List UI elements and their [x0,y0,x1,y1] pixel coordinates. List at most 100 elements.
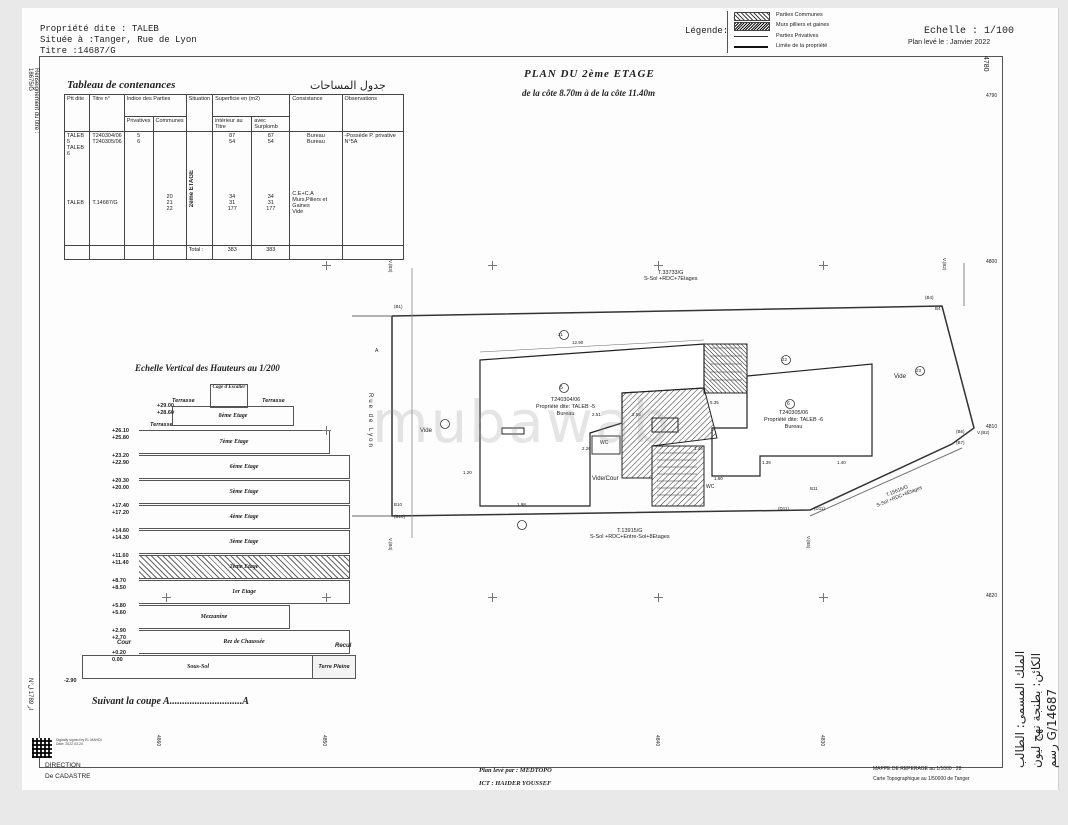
grid-cross [819,593,828,602]
watermark: mubawab [372,388,672,456]
label-vide-right: Vide [894,374,906,380]
coupe-label: Suivant la coupe A......................… [92,696,249,707]
coord-label: 4790 [986,93,998,99]
boundary-label: (D11) [814,506,825,511]
label-recul: Recul [335,643,352,649]
total-label: Total : [185,244,214,261]
dimension-label: 1.98 [517,502,526,507]
boundary-label: V.(B2) [942,258,947,271]
floor-6: 6ème Etage [139,455,350,479]
south-sub: S-Sol +RDC+Entre-Sol+8Etages [590,534,670,540]
unit-6-title: T240305/06 [778,410,809,416]
cell-priv: 5 [137,133,141,140]
cell-s1: 87 [229,133,236,140]
coord-bottom: 4860 [155,735,161,747]
cell-s2: 34 31 177 [251,160,291,246]
boundary-label: B11 [810,486,818,491]
legend-item-limite: Limite de la propriété [776,43,828,49]
circle-label-23: 23 [916,368,922,373]
unit-6-property: Propriété dite: TALEB -6 [764,417,824,423]
cell-s1: 34 31 177 [212,160,253,246]
floor-5: 5ème Etage [139,480,350,504]
level-label: +5.80 [112,603,126,609]
contenances-title-arabic: جدول المساحات [310,79,386,92]
circle-label-21: 21 [558,332,564,337]
footer-direction: DIRECTION De CADASTRE [45,760,91,782]
footer-cadastre-line: De CADASTRE [45,773,91,780]
label-wc-east: WC [706,484,715,490]
cell-s1: 54 [229,139,236,146]
section-marker-a: A [375,348,379,354]
col-consistance: Consistance [289,93,343,133]
scale-echelle: Echelle : 1/100 [924,26,1015,37]
circle-label-5: 5 [560,385,563,391]
circle-label-6: 6 [787,401,790,407]
property-location: Située à :Tanger, Rue de Lyon [40,35,197,45]
col-interieur: intérieur au Titre [212,116,253,133]
level-label: +25.80 [112,435,129,441]
dimension-label: 1.20 [463,470,472,475]
boundary-label: B10 [394,502,403,507]
unit-5-label: T240304/06 Propriété dite: TALEB -5 Bure… [536,397,595,418]
grid-cross [819,261,828,270]
cell-s2: 87 [267,133,274,140]
contenances-table: Ptt dite Titre n° Indice des Parties Sit… [63,93,405,261]
label-vide-cour: Vide/Cour [592,476,619,482]
legend-line-privatives [734,36,768,37]
elevation-diagram: Cage d'Escalier Terrasse Terrasse 8ème E… [52,378,372,698]
cell-ptt: TALEB [63,160,91,246]
level-label: +20.30 [112,478,129,484]
dimension-label: 1.39 [762,460,771,465]
floor-3: 3ème Etage [139,530,350,554]
level-label: -2.90 [64,678,77,684]
cell-ptt: TALEB 5 [67,133,85,146]
label-vide-left: Vide [420,428,432,434]
cell-ptt: TALEB 6 [67,145,85,158]
property-title-number: Titre :14687/G [40,46,116,56]
boundary-label: (B1) [394,304,403,309]
cell-cons: Bureau [307,133,325,140]
level-label: +29.00 [157,403,174,409]
dimension-label: 5.35 [710,400,719,405]
cadastral-sheet: Propriété dite : TALEB Située à :Tanger,… [22,8,1059,790]
arabic-annotation: الملك المسمى: الطالب الكائن: بطنجة نهج ل… [1012,618,1060,768]
col-situation: Situation [185,93,214,133]
boundary-label: B4 [935,306,941,311]
arabic-line-2: الكائن: بطنجة نهج ليون [1029,652,1043,768]
grid-cross [654,593,663,602]
level-label: +17.40 [112,503,129,509]
coord-bottom: 4840 [654,735,660,747]
north-title: T.33733/G [658,270,684,276]
property-name: Propriété dite : TALEB [40,24,159,34]
footer-leve-par: Plan levé par : MEDTOPO [479,767,552,774]
floor-2: 2ème Etage [139,555,350,579]
col-indice: Indice des Parties [123,93,187,118]
level-label: +11.60 [112,553,129,559]
grid-cross [488,261,497,270]
level-label: +26.10 [112,428,129,434]
table-total-row: Total : 383 383 [63,244,405,261]
legend-swatch-communes [734,12,770,21]
footer-ict: ICT : HAIDER YOUSSEF [479,780,552,787]
unit-5-title: T240304/06 [550,397,581,403]
drawing-frame [39,56,1003,768]
table-row: TALEB T.14687/G 20 21 22 34 31 177 34 31… [63,160,405,246]
dimension-label: 2.26 [582,446,591,451]
boundary-label: (B10) [394,514,406,519]
total-s2: 383 [251,244,291,261]
grid-cross [322,593,331,602]
legend-item-privatives: Parties Privatives [776,33,819,39]
level-label: +17.20 [112,510,129,516]
cell-titre: T240304/06 [92,133,122,140]
floor-4: 4ème Etage [139,505,350,529]
unit-6-use: Bureau [784,424,803,430]
floor-mezzanine: Mezzanine [139,605,290,629]
south-title: T.13915/G [617,528,643,534]
grid-cross [322,261,331,270]
cell-cons: C.E+C.A Murs,Piliers et Gaines Vide [289,160,343,246]
level-label: +22.90 [112,460,129,466]
floor-plan-drawing [352,263,975,538]
level-label: +2.70 [112,635,126,641]
level-label: +8.70 [112,578,126,584]
